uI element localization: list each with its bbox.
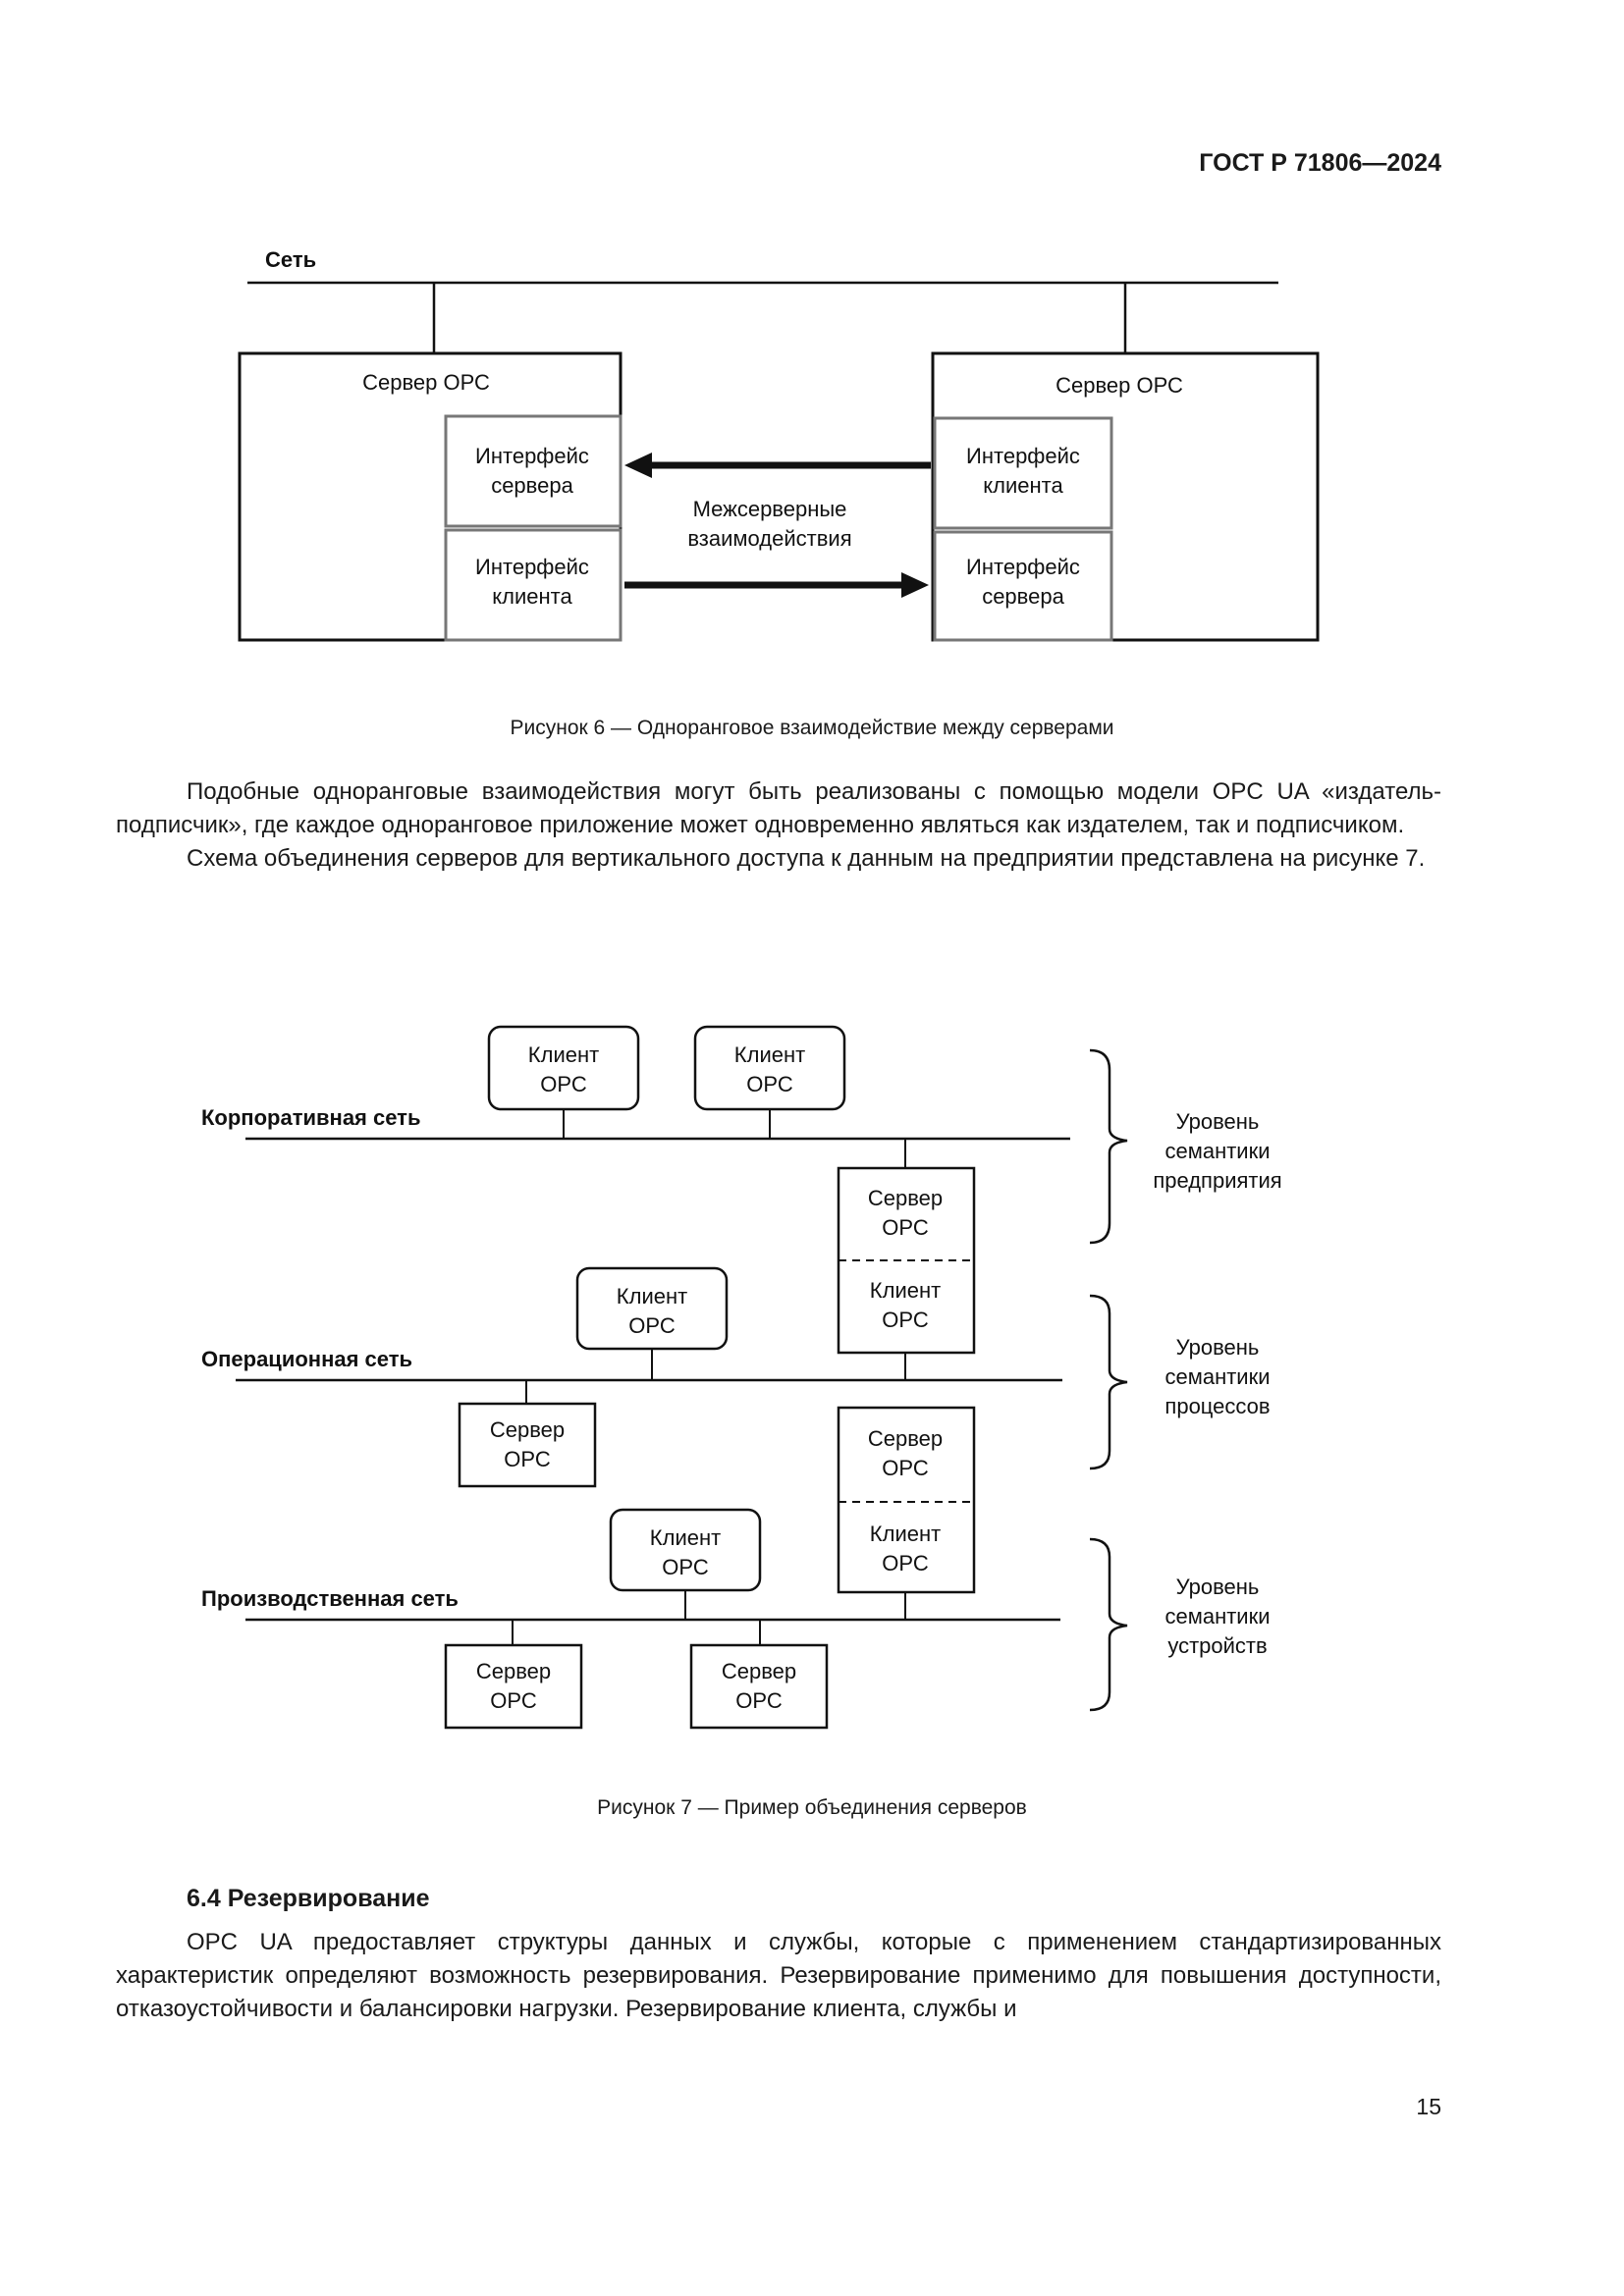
figure-6-caption: Рисунок 6 — Одноранговое взаимодействие … — [510, 717, 1114, 739]
arrow-head-left — [624, 453, 652, 478]
paragraph-3: OPC UA предоставляет структуры данных и … — [116, 1929, 1441, 2022]
lower-gateway-client-line1: Клиент — [870, 1522, 941, 1546]
body-text-1: Подобные одноранговые взаимодействия мог… — [116, 775, 1441, 876]
document-id: ГОСТ Р 71806—2024 — [1199, 149, 1441, 177]
left-client-interface-line2: клиента — [492, 584, 572, 609]
prod-server-1-line1: Сервер — [476, 1659, 551, 1683]
left-server-title: Сервер ОРС — [362, 370, 490, 395]
operational-network-label: Операционная сеть — [201, 1347, 412, 1371]
level-enterprise-line1: Уровень — [1176, 1109, 1260, 1134]
right-server-interface-box — [933, 530, 1113, 642]
lower-gateway-client-line2: ОРС — [882, 1551, 929, 1575]
corp-client-2-line2: ОРС — [746, 1072, 793, 1096]
left-server-interface-line1: Интерфейс — [475, 444, 589, 468]
left-client-interface-box — [444, 528, 623, 642]
prod-server-2-line1: Сервер — [722, 1659, 796, 1683]
prod-client-line2: ОРС — [662, 1555, 709, 1579]
corp-client-1 — [487, 1025, 640, 1111]
paragraph-2: Схема объединения серверов для вертикаль… — [187, 845, 1426, 872]
interserver-label-line2: взаимодействия — [687, 526, 851, 551]
prod-server-2-line2: ОРС — [735, 1688, 783, 1713]
level-enterprise-line3: предприятия — [1153, 1168, 1281, 1193]
section-title: 6.4 Резервирование — [187, 1885, 430, 1912]
ops-server-line1: Сервер — [490, 1417, 565, 1442]
left-client-interface-line1: Интерфейс — [475, 555, 589, 579]
figure-7-caption: Рисунок 7 — Пример объединения серверов — [597, 1796, 1027, 1819]
brace-device — [1089, 1537, 1128, 1712]
upper-gateway-server-line1: Сервер — [868, 1186, 943, 1210]
right-client-interface-box — [933, 416, 1113, 530]
network-label: Сеть — [265, 247, 316, 272]
right-server-interface-line2: сервера — [982, 584, 1064, 609]
arrow-head-right — [901, 572, 929, 598]
level-device-line3: устройств — [1167, 1633, 1267, 1658]
figure-7-diagram: Корпоративная сеть Клиент ОРС Клиент ОРС… — [201, 1025, 1282, 1730]
corp-client-1-line2: ОРС — [540, 1072, 587, 1096]
brace-process — [1089, 1294, 1128, 1470]
prod-client-line1: Клиент — [650, 1525, 721, 1550]
left-server-interface-line2: сервера — [491, 473, 573, 498]
level-process-line1: Уровень — [1176, 1335, 1260, 1360]
figure-6-diagram: Сеть Сервер ОРС Интерфейс сервера Интерф… — [238, 247, 1320, 642]
ops-server-line2: ОРС — [504, 1447, 551, 1471]
right-client-interface-line2: клиента — [983, 473, 1063, 498]
ops-client-line1: Клиент — [617, 1284, 687, 1308]
corp-client-2 — [693, 1025, 846, 1111]
right-client-interface-line1: Интерфейс — [966, 444, 1080, 468]
lower-gateway-server-line1: Сервер — [868, 1426, 943, 1451]
ops-server — [458, 1402, 597, 1488]
prod-server-1-line2: ОРС — [490, 1688, 537, 1713]
level-device-line1: Уровень — [1176, 1575, 1260, 1599]
body-text-2: OPC UA предоставляет структуры данных и … — [116, 1926, 1441, 2026]
production-network-label: Производственная сеть — [201, 1586, 459, 1611]
paragraph-1: Подобные одноранговые взаимодействия мог… — [116, 778, 1441, 838]
upper-gateway-client-line1: Клиент — [870, 1278, 941, 1303]
level-process-line2: семантики — [1164, 1364, 1270, 1389]
level-enterprise-line2: семантики — [1164, 1139, 1270, 1163]
corp-client-1-line1: Клиент — [528, 1042, 599, 1067]
prod-server-2 — [689, 1643, 829, 1730]
right-server-title: Сервер ОРС — [1056, 373, 1183, 398]
brace-enterprise — [1089, 1048, 1128, 1245]
corp-client-2-line1: Клиент — [734, 1042, 805, 1067]
level-device-line2: семантики — [1164, 1604, 1270, 1629]
corporate-network-label: Корпоративная сеть — [201, 1105, 420, 1130]
prod-server-1 — [444, 1643, 583, 1730]
interserver-label-line1: Межсерверные — [693, 497, 847, 521]
upper-gateway-server-line2: ОРС — [882, 1215, 929, 1240]
lower-gateway-server-line2: ОРС — [882, 1456, 929, 1480]
ops-client-line2: ОРС — [628, 1313, 676, 1338]
level-process-line3: процессов — [1164, 1394, 1270, 1418]
left-server-interface-box — [444, 414, 623, 528]
page-number: 15 — [1416, 2094, 1441, 2119]
right-server-interface-line1: Интерфейс — [966, 555, 1080, 579]
upper-gateway-client-line2: ОРС — [882, 1308, 929, 1332]
right-server-box — [931, 351, 1320, 642]
